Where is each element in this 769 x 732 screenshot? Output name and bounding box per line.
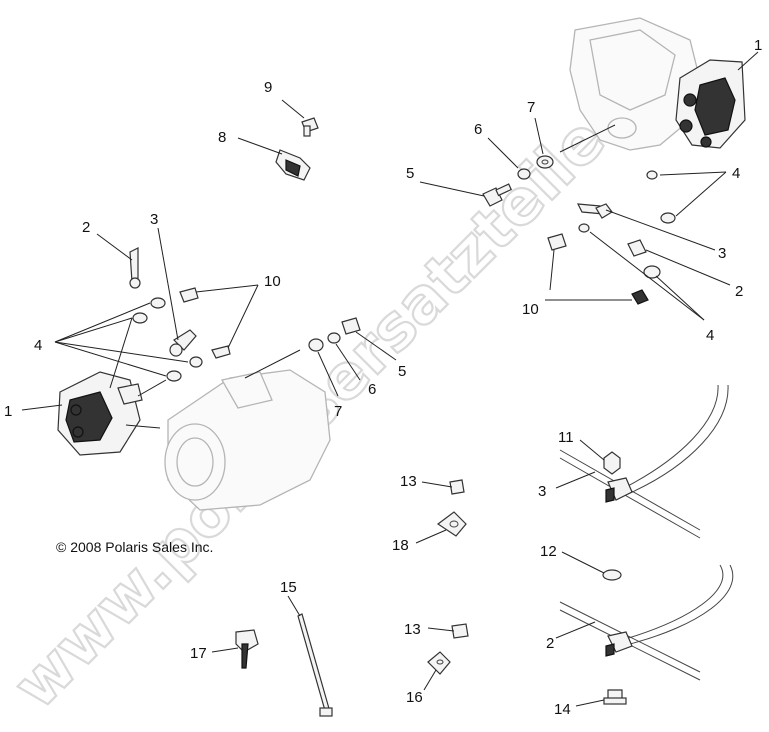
caliper-left (57, 371, 143, 456)
hardware-upper-right (482, 155, 676, 305)
callout-4-right-bottom: 4 (706, 327, 714, 344)
brake-line-assembly-2 (559, 564, 734, 681)
callout-8: 8 (218, 129, 226, 146)
callout-3-bottom: 3 (538, 483, 546, 500)
knuckle-upper-right (569, 17, 701, 151)
callout-16: 16 (406, 689, 423, 706)
callout-17: 17 (190, 645, 207, 662)
callout-4-right-top: 4 (732, 165, 740, 182)
callout-5-left: 5 (398, 363, 406, 380)
callout-10-right: 10 (522, 301, 539, 318)
callout-7-right: 7 (527, 99, 535, 116)
callout-1-left: 1 (4, 403, 12, 420)
part-8-clip (275, 149, 311, 181)
callout-2-bottom: 2 (546, 635, 554, 652)
callout-13-bottom: 13 (404, 621, 421, 638)
callout-10-left: 10 (264, 273, 281, 290)
leaders-upper-right (419, 51, 759, 321)
callout-15: 15 (280, 579, 297, 596)
callout-5-right: 5 (406, 165, 414, 182)
caliper-upper-right (675, 59, 746, 149)
hardware-left (129, 247, 361, 382)
callout-7-left: 7 (334, 403, 342, 420)
copyright-text: © 2008 Polaris Sales Inc. (56, 539, 213, 555)
callout-13-top: 13 (400, 473, 417, 490)
callout-3-right: 3 (718, 245, 726, 262)
callout-6-left: 6 (368, 381, 376, 398)
callout-3-left: 3 (150, 211, 158, 228)
callout-11: 11 (558, 429, 574, 446)
knuckle-left (164, 369, 331, 511)
callouts: 1 7 6 5 4 3 2 10 4 9 8 2 3 10 4 1 5 6 7 … (4, 37, 762, 718)
leaders-left (21, 227, 397, 429)
callout-6-right: 6 (474, 121, 482, 138)
callout-2-left: 2 (82, 219, 90, 236)
callout-2-right: 2 (735, 283, 743, 300)
leaders-lower-middle (211, 481, 455, 691)
callout-9: 9 (264, 79, 272, 96)
part-9-screw (301, 117, 319, 137)
small-parts-lower-middle (235, 479, 469, 717)
hardware-lower-right (602, 451, 627, 705)
callout-1-right: 1 (754, 37, 762, 54)
brake-line-assembly-3 (559, 384, 729, 539)
callout-14: 14 (554, 701, 571, 718)
leaders-lower-right (555, 439, 605, 707)
callout-12: 12 (540, 543, 557, 560)
callout-18: 18 (392, 537, 409, 554)
callout-4-left: 4 (34, 337, 42, 354)
